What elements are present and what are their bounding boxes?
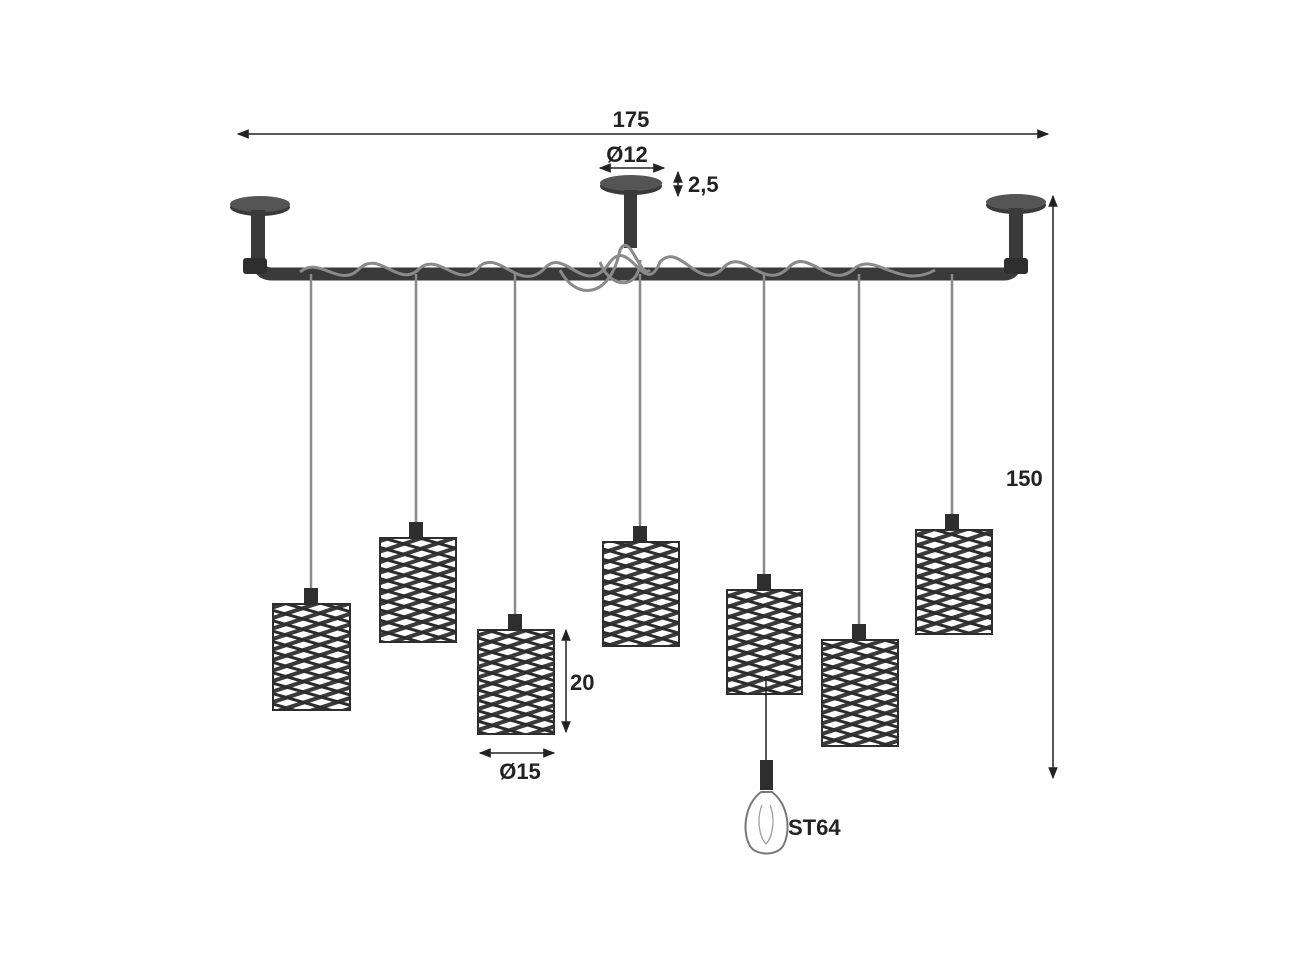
ceiling-canopies: [230, 175, 1046, 266]
shade-diameter-label: Ø15: [499, 759, 541, 784]
canopy-height-dimension: 2,5: [673, 170, 719, 198]
canopy-diameter-label: Ø12: [606, 142, 648, 167]
bulb-socket: [760, 760, 773, 790]
canopy-height-label: 2,5: [688, 172, 719, 197]
pendant-lamp-2: [379, 274, 457, 643]
pendant-lamp-4: [602, 274, 680, 647]
bulb-type-label: ST64: [788, 815, 841, 840]
overall-width-dimension: 175: [236, 107, 1050, 139]
shade-height-dimension: 20: [561, 628, 594, 734]
bulb-callout: ST64: [744, 676, 841, 855]
pendant-lamp-1: [272, 274, 351, 711]
pendant-lamp-5: [726, 274, 803, 695]
overall-width-label: 175: [613, 107, 650, 132]
overall-height-label: 150: [1006, 466, 1043, 491]
shade-height-label: 20: [570, 670, 594, 695]
st64-bulb-icon: [744, 791, 789, 855]
pendant-lamp-7: [915, 274, 993, 635]
overall-height-dimension: 150: [1006, 194, 1058, 780]
wrapped-cords: [299, 243, 936, 292]
pendant-lamp-6: [821, 274, 899, 747]
canopy-diameter-dimension: Ø12: [598, 142, 666, 173]
pendant-lamp-3: [477, 274, 555, 735]
shade-diameter-dimension: Ø15: [478, 748, 556, 784]
